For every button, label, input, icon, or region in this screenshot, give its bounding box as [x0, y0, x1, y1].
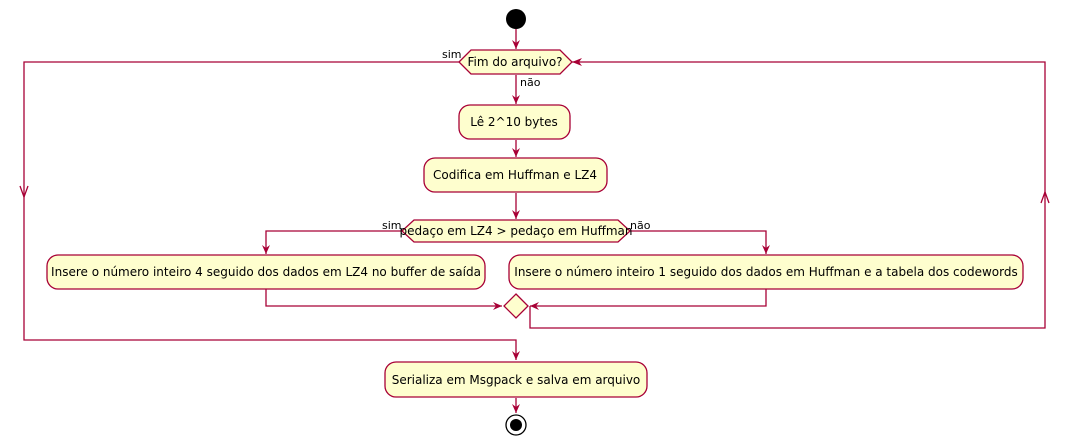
start-node — [506, 9, 526, 29]
insert-huffman-label: Insere o número inteiro 1 seguido dos da… — [514, 265, 1017, 279]
insert-lz4-node — [46, 254, 486, 290]
edge-lz4-to-merge — [265, 289, 502, 310]
edge-size-yes — [262, 230, 402, 254]
arrow-loop-back-head — [572, 58, 582, 66]
serialize-node — [384, 361, 648, 398]
size-condition-node — [401, 219, 631, 243]
loop-yes-label: sim — [442, 48, 462, 61]
end-node — [510, 419, 522, 431]
read-bytes-label: Lê 2^10 bytes — [470, 115, 558, 129]
encode-node — [423, 157, 608, 193]
serialize-label: Serializa em Msgpack e salva em arquivo — [392, 373, 641, 387]
insert-lz4-label: Insere o número inteiro 4 seguido dos da… — [51, 265, 481, 279]
size-condition-label: pedaço em LZ4 > pedaço em Huffman — [400, 224, 633, 238]
arrow-loop-down — [19, 185, 29, 199]
loop-no-label: não — [520, 76, 541, 89]
read-bytes-node — [458, 104, 571, 140]
merge-node — [503, 293, 529, 319]
encode-label: Codifica em Huffman e LZ4 — [433, 168, 597, 182]
edge-loop-yes — [23, 61, 520, 360]
loop-condition-node — [458, 49, 573, 75]
arrow-loop-up — [1040, 190, 1050, 204]
edge-size-no — [630, 230, 770, 254]
loop-condition-label: Fim do arquivo? — [467, 55, 562, 69]
edge-huffman-to-merge — [530, 289, 767, 310]
size-yes-label: sim — [382, 219, 402, 232]
insert-huffman-node — [508, 254, 1024, 290]
edge-loop-back — [529, 61, 1046, 329]
size-no-label: não — [630, 219, 651, 232]
